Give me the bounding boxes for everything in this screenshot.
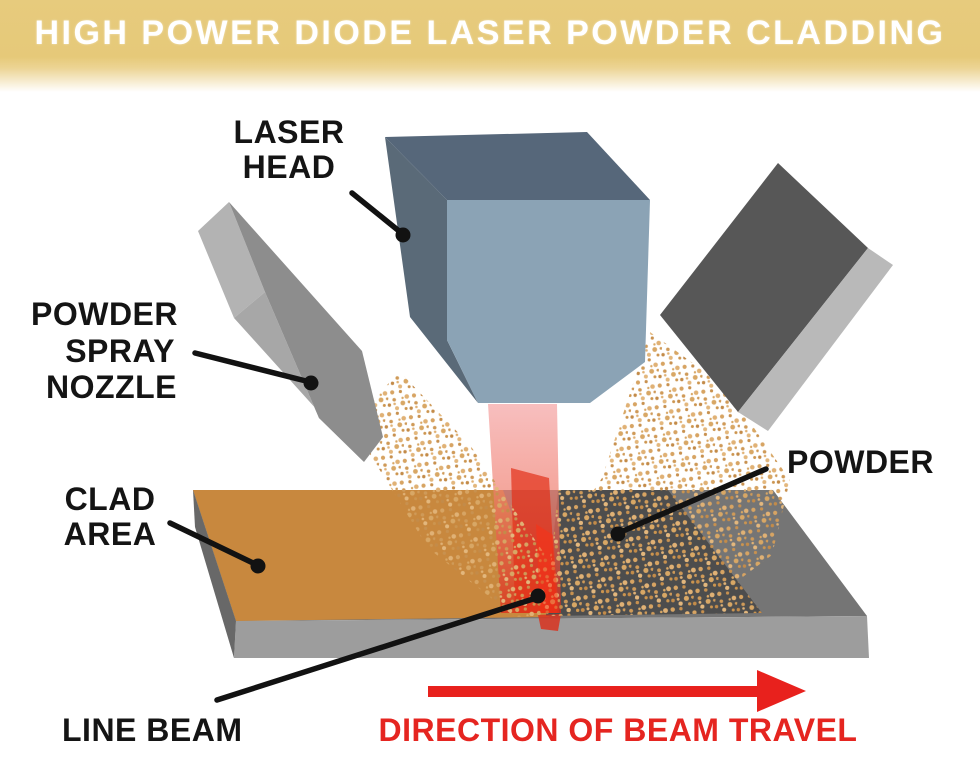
powder-spray-nozzle-left xyxy=(198,202,383,462)
laser-head xyxy=(385,132,650,403)
nozzle-pointer-dot xyxy=(303,375,319,391)
nozzle-pointer-line xyxy=(192,350,309,384)
powder-pile-dots xyxy=(546,490,762,616)
powder-spray-left xyxy=(350,372,600,617)
nozzle-right-light-face xyxy=(738,248,893,431)
nozzle-right-main-face xyxy=(660,163,868,412)
laser-head-label-line1: LASER xyxy=(234,114,345,150)
laser-head-front-face xyxy=(447,200,650,403)
title-banner: HIGH POWER DIODE LASER POWDER CLADDING xyxy=(0,0,980,92)
clad-area-label-line1: CLAD xyxy=(65,481,156,517)
laser-head-label-line2: HEAD xyxy=(243,149,336,185)
powder-spray-nozzle-label-line3: NOZZLE xyxy=(46,369,177,405)
powder-pointer-line xyxy=(620,466,769,534)
clad-area-label-line2: AREA xyxy=(64,516,157,552)
nozzle-left-end-cap xyxy=(198,202,265,318)
laser-head-left-face xyxy=(385,137,478,403)
clad-area-pointer-line xyxy=(167,520,256,566)
line-beam-pointer-dot xyxy=(530,588,546,604)
substrate-left-face xyxy=(193,490,236,658)
clad-area-pointer-dot xyxy=(250,558,266,574)
powder-spray-nozzle-right xyxy=(660,163,893,431)
powder-label: POWDER xyxy=(787,444,934,480)
powder-spray-nozzle-label-line2: SPRAY xyxy=(65,333,175,369)
laser-head-top-face xyxy=(385,132,650,200)
laser-head-pointer-line xyxy=(349,190,402,234)
substrate-front-face xyxy=(234,616,869,658)
powder-spray-nozzle-label-line1: POWDER xyxy=(31,296,178,332)
label-pointers xyxy=(167,190,769,703)
powder-pointer-dot xyxy=(610,526,626,542)
direction-arrow-icon xyxy=(428,670,806,712)
direction-of-beam-travel-label: DIRECTION OF BEAM TRAVEL xyxy=(379,712,858,748)
nozzle-left-main-face xyxy=(229,202,383,462)
line-beam-pointer-line xyxy=(214,596,536,703)
line-beam-label: LINE BEAM xyxy=(62,712,243,748)
page-title: HIGH POWER DIODE LASER POWDER CLADDING xyxy=(34,14,946,52)
laser-head-pointer-dot xyxy=(395,227,411,243)
laser-beam-melt-spot xyxy=(538,614,561,631)
